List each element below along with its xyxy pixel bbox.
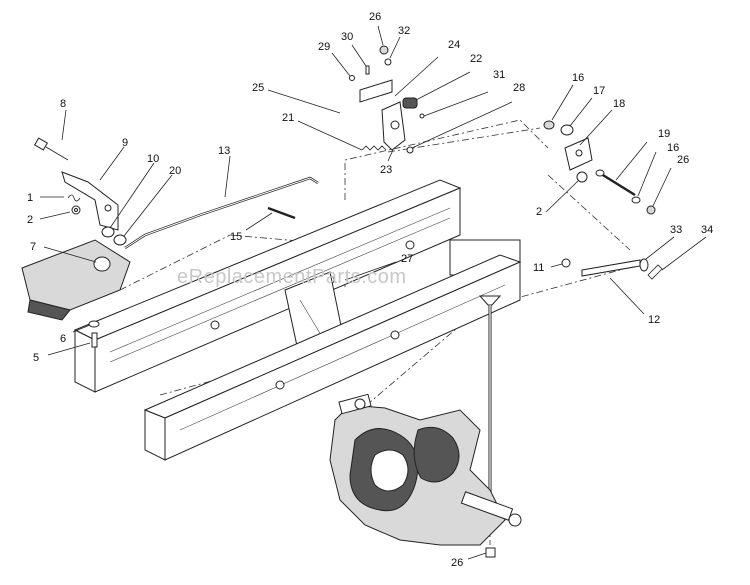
part-10-bushing xyxy=(101,226,115,238)
part-21-spring xyxy=(361,145,387,151)
callout-10: 10 xyxy=(147,153,159,165)
callout-17: 17 xyxy=(593,85,605,97)
part-23-bell-crank xyxy=(381,101,406,151)
part-28-nut xyxy=(406,146,414,154)
part-7-pedal-pad xyxy=(21,239,131,321)
callout-8: 8 xyxy=(60,98,66,110)
part-27-vertical-rod xyxy=(478,295,502,520)
callout-26-bottom: 26 xyxy=(451,557,463,569)
callout-19: 19 xyxy=(658,128,670,140)
part-30-bolt xyxy=(365,65,370,75)
watermark-text: eReplacementParts.com xyxy=(177,266,406,288)
callout-9: 9 xyxy=(122,137,128,149)
part-31-pin xyxy=(419,113,425,119)
callout-21: 21 xyxy=(282,112,294,124)
part-5-bolt xyxy=(91,332,98,348)
part-1-spring-clip xyxy=(67,194,81,202)
callout-26-right: 26 xyxy=(677,154,689,166)
callout-24: 24 xyxy=(448,39,460,51)
part-13-control-rod xyxy=(124,176,319,250)
part-34-clip xyxy=(647,264,663,280)
part-6-washer xyxy=(88,320,100,328)
callout-22: 22 xyxy=(470,53,482,65)
callout-27: 27 xyxy=(401,253,413,265)
part-12-link-rod xyxy=(581,259,641,277)
part-25-bracket xyxy=(359,79,393,103)
callout-15: 15 xyxy=(230,231,242,243)
part-26-nut-bottom xyxy=(485,547,496,558)
part-9-pedal-bracket xyxy=(61,171,119,231)
callout-26-top: 26 xyxy=(369,11,381,23)
callout-20: 20 xyxy=(169,165,181,177)
part-16-spacer-lower xyxy=(631,196,641,204)
part-22-bushing xyxy=(402,97,418,109)
callout-7: 7 xyxy=(30,241,36,253)
callout-28: 28 xyxy=(513,82,525,94)
part-26-nut-right xyxy=(646,205,656,215)
callout-11: 11 xyxy=(533,262,544,274)
part-26-nut-top xyxy=(379,45,389,55)
callout-29: 29 xyxy=(318,41,330,53)
part-2-washer-left xyxy=(71,205,81,215)
callout-33: 33 xyxy=(670,224,682,236)
callout-31: 31 xyxy=(493,69,505,81)
part-29-nut xyxy=(349,75,355,81)
callout-16-upper: 16 xyxy=(572,72,584,84)
part-18-link-plate xyxy=(564,137,593,171)
part-11-bolt xyxy=(561,258,571,268)
callout-1: 1 xyxy=(27,192,33,204)
part-20-bushing xyxy=(113,234,127,246)
part-16-spacer-upper xyxy=(543,120,555,130)
part-8-shoulder-bolt xyxy=(33,137,69,161)
callout-12: 12 xyxy=(648,314,660,326)
part-33-washer xyxy=(639,258,649,272)
callout-2-right: 2 xyxy=(536,206,542,218)
callout-18: 18 xyxy=(613,98,625,110)
callout-32: 32 xyxy=(398,25,410,37)
callout-6: 6 xyxy=(60,333,66,345)
part-15-pin xyxy=(267,206,296,220)
callout-23: 23 xyxy=(380,164,392,176)
callout-13: 13 xyxy=(218,145,230,157)
part-17-bushing xyxy=(560,124,574,136)
part-19-pivot-pin xyxy=(595,169,636,197)
leader-lines xyxy=(39,25,707,560)
upper-frame-rail xyxy=(73,179,462,393)
transaxle-assembly xyxy=(329,393,522,546)
part-32-washer xyxy=(384,58,392,66)
callout-25: 25 xyxy=(252,82,264,94)
callout-30: 30 xyxy=(341,31,353,43)
callout-numbers: 8 9 1 2 7 10 20 6 5 13 15 25 21 29 30 26… xyxy=(27,11,713,569)
callout-2-left: 2 xyxy=(27,214,33,226)
callout-5: 5 xyxy=(33,352,39,364)
part-2-washer-right xyxy=(576,171,588,183)
callout-16-lower: 16 xyxy=(667,142,679,154)
lower-frame-rail xyxy=(143,254,522,461)
callout-34: 34 xyxy=(701,224,713,236)
